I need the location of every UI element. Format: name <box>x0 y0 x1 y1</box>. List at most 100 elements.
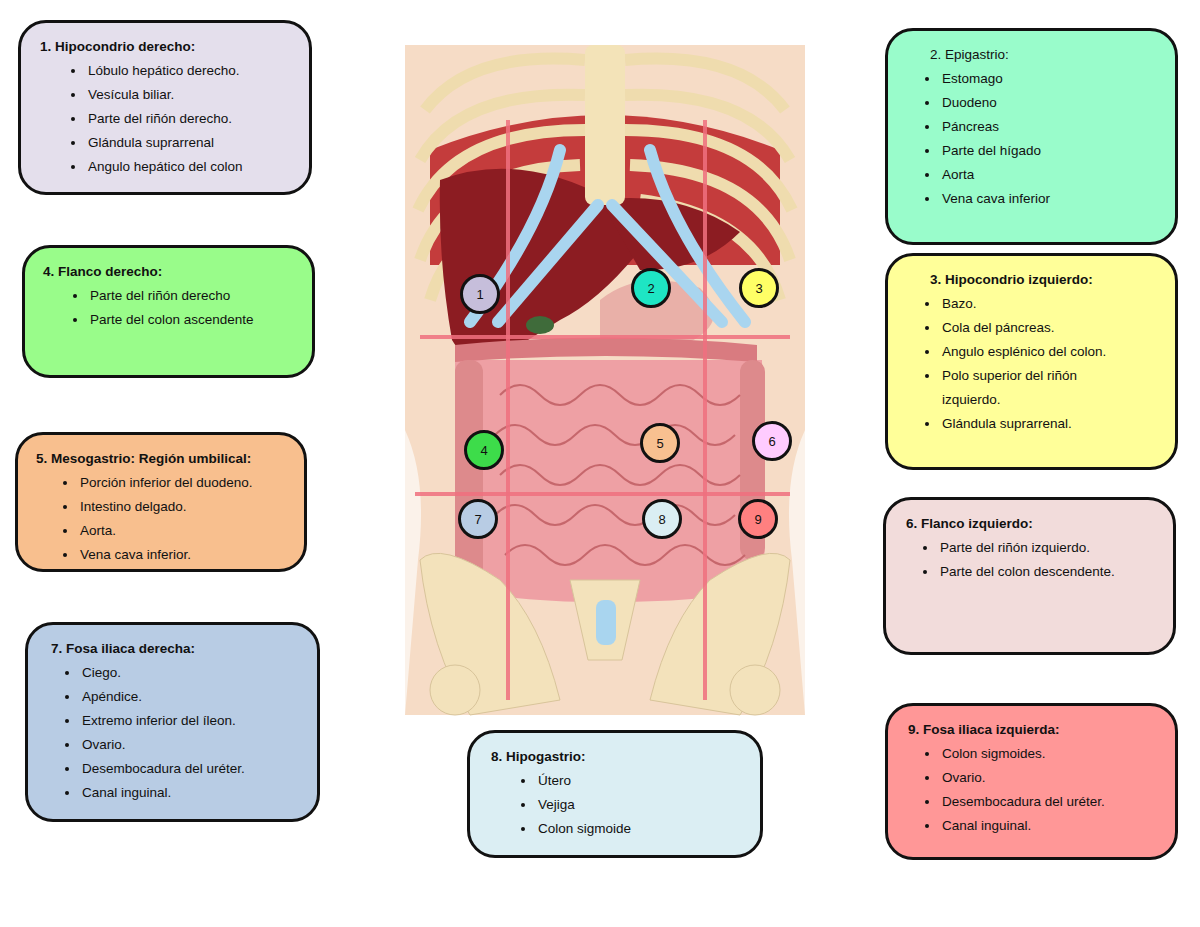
organ-item: Ovario. <box>940 766 1163 790</box>
organ-item: Vena cava inferior <box>940 187 1163 211</box>
region-number: 9 <box>738 499 778 539</box>
region-heading: 7. Fosa iliaca derecha: <box>51 637 305 661</box>
region-box: 6. Flanco izquierdo:Parte del riñón izqu… <box>883 497 1176 655</box>
organ-item: Intestino delgado. <box>78 495 296 519</box>
region-marker: 9 <box>738 499 778 539</box>
organ-item: Vejiga <box>536 793 748 817</box>
organ-item: Vena cava inferior. <box>78 543 296 567</box>
region-marker: 3 <box>739 268 779 308</box>
region-grid-line <box>506 120 510 700</box>
intestine-loop <box>495 425 735 445</box>
region-marker: 6 <box>752 421 792 461</box>
organ-item: Parte del colon ascendente <box>88 308 300 332</box>
organ-item: Ovario. <box>80 733 305 757</box>
region-grid-line <box>703 120 707 700</box>
region-marker: 8 <box>642 499 682 539</box>
organ-list: EstomagoDuodenoPáncreasParte del hígadoA… <box>930 67 1163 211</box>
organ-item: Glándula suprarrenal. <box>940 412 1135 436</box>
small-intestine <box>455 360 765 602</box>
organ-item: Canal inguinal. <box>940 814 1163 838</box>
organ-item: Lóbulo hepático derecho. <box>86 59 297 83</box>
region-number: 1 <box>460 274 500 314</box>
region-heading: 4. Flanco derecho: <box>43 260 300 284</box>
region-grid-line <box>415 492 790 496</box>
organ-list: ÚteroVejigaColon sigmoide <box>491 769 748 841</box>
region-box: 9. Fosa iliaca izquierda:Colon sigmoides… <box>885 703 1178 860</box>
pubic-symphysis <box>596 600 616 645</box>
region-box: 3. Hipocondrio izquierdo:Bazo.Cola del p… <box>885 253 1178 470</box>
organ-item: Glándula suprarrenal <box>86 131 297 155</box>
region-number: 4 <box>464 430 504 470</box>
region-number: 5 <box>640 423 680 463</box>
gallbladder <box>526 316 554 334</box>
organ-item: Bazo. <box>940 292 1135 316</box>
organ-item: Ciego. <box>80 661 305 685</box>
region-box: 1. Hipocondrio derecho:Lóbulo hepático d… <box>18 20 312 195</box>
femur-head <box>730 665 780 715</box>
region-number: 2 <box>631 268 671 308</box>
organ-item: Colon sigmoides. <box>940 742 1163 766</box>
organ-item: Aorta. <box>78 519 296 543</box>
organ-item: Aorta <box>940 163 1163 187</box>
organ-item: Cola del páncreas. <box>940 316 1135 340</box>
region-box: 2. Epigastrio:EstomagoDuodenoPáncreasPar… <box>885 28 1178 245</box>
region-marker: 2 <box>631 268 671 308</box>
organ-item: Extremo inferior del íleon. <box>80 709 305 733</box>
region-heading: 3. Hipocondrio izquierdo: <box>930 268 1135 292</box>
region-number: 6 <box>752 421 792 461</box>
iliac-bone <box>420 553 560 715</box>
intestine-loop <box>505 545 745 565</box>
organ-item: Desembocadura del uréter. <box>80 757 305 781</box>
organ-item: Apéndice. <box>80 685 305 709</box>
organ-item: Parte del riñón derecho. <box>86 107 297 131</box>
organ-list: Porción inferior del duodeno.Intestino d… <box>36 471 296 567</box>
region-heading: 8. Hipogastrio: <box>491 745 748 769</box>
organ-item: Duodeno <box>940 91 1163 115</box>
region-box: 4. Flanco derecho:Parte del riñón derech… <box>22 245 315 378</box>
costal-cartilage <box>498 205 598 322</box>
transverse-colon <box>455 338 757 363</box>
organ-item: Colon sigmoide <box>536 817 748 841</box>
region-marker: 5 <box>640 423 680 463</box>
organ-item: Parte del riñón izquierdo. <box>938 536 1161 560</box>
organ-item: Vesícula biliar. <box>86 83 297 107</box>
illustration-background <box>405 45 805 715</box>
organ-item: Parte del riñón derecho <box>88 284 300 308</box>
organ-item: Polo superior del riñón izquierdo. <box>940 364 1135 412</box>
torso-skin <box>405 45 805 715</box>
region-heading: 5. Mesogastrio: Región umbilical: <box>36 447 296 471</box>
region-marker: 1 <box>460 274 500 314</box>
organ-list: Parte del riñón izquierdo.Parte del colo… <box>906 536 1161 584</box>
organ-item: Parte del hígado <box>940 139 1163 163</box>
organ-item: Desembocadura del uréter. <box>940 790 1163 814</box>
organ-item: Útero <box>536 769 748 793</box>
region-heading: 1. Hipocondrio derecho: <box>40 35 297 59</box>
intestine-loop <box>495 505 735 525</box>
organ-list: Ciego.Apéndice.Extremo inferior del íleo… <box>51 661 305 805</box>
organ-item: Parte del colon descendente. <box>938 560 1161 584</box>
region-number: 7 <box>458 499 498 539</box>
organ-item: Estomago <box>940 67 1163 91</box>
region-number: 3 <box>739 268 779 308</box>
iliac-bone <box>650 553 790 715</box>
sternum <box>585 45 625 205</box>
region-box: 7. Fosa iliaca derecha:Ciego.Apéndice.Ex… <box>25 622 320 822</box>
region-heading: 2. Epigastrio: <box>930 43 1163 67</box>
region-heading: 9. Fosa iliaca izquierda: <box>908 718 1163 742</box>
region-marker: 4 <box>464 430 504 470</box>
organ-item: Angulo esplénico del colon. <box>940 340 1135 364</box>
organ-list: Parte del riñón derechoParte del colon a… <box>43 284 300 332</box>
sacrum <box>570 580 640 660</box>
organ-list: Bazo.Cola del páncreas.Angulo esplénico … <box>930 292 1135 436</box>
region-number: 8 <box>642 499 682 539</box>
organ-list: Colon sigmoides.Ovario.Desembocadura del… <box>908 742 1163 838</box>
region-heading: 6. Flanco izquierdo: <box>906 512 1161 536</box>
region-marker: 7 <box>458 499 498 539</box>
ascending-colon <box>455 360 483 580</box>
femur-head <box>430 665 480 715</box>
organ-item: Canal inguinal. <box>80 781 305 805</box>
organ-item: Porción inferior del duodeno. <box>78 471 296 495</box>
organ-item: Páncreas <box>940 115 1163 139</box>
